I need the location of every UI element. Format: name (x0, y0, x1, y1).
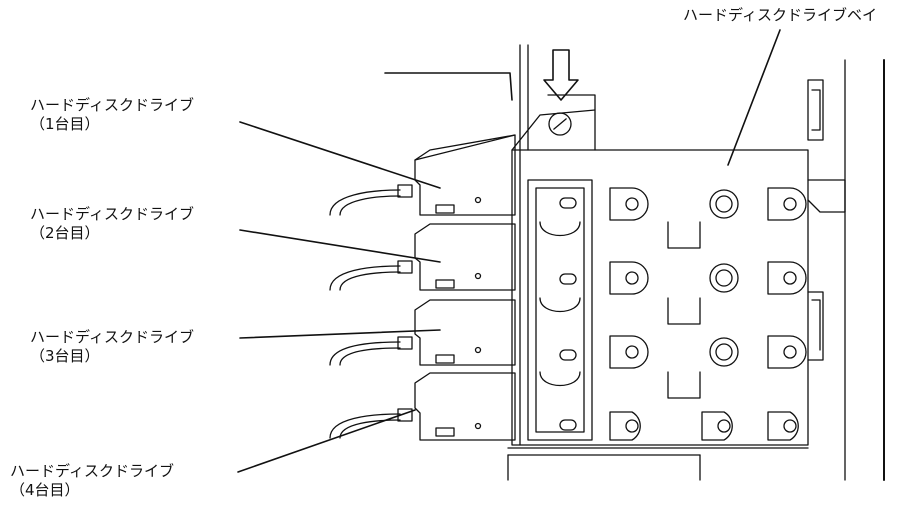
drive-tray-1 (414, 134, 516, 216)
top-rail (519, 44, 596, 151)
leader-lines (237, 29, 781, 473)
drive-3-label: ハードディスクドライブ （3台目） (30, 328, 194, 365)
drive-bay-cage (507, 109, 809, 481)
chassis-side-panel (807, 59, 885, 481)
screw-icon (548, 112, 572, 136)
cage-slots (539, 197, 701, 431)
drive-4-label: ハードディスクドライブ （4台目） (10, 462, 174, 499)
drive-tray-3 (414, 299, 516, 366)
drive-tray-2 (414, 223, 516, 291)
drive-tray-4 (414, 372, 516, 441)
drive-2-label: ハードディスクドライブ （2台目） (30, 205, 194, 242)
drive-1-label: ハードディスクドライブ （1台目） (30, 96, 194, 133)
drive-cables (329, 184, 413, 439)
down-arrow-icon (543, 49, 579, 101)
cage-screw-grid (609, 187, 807, 441)
bay-label: ハードディスクドライブベイ (683, 6, 877, 24)
